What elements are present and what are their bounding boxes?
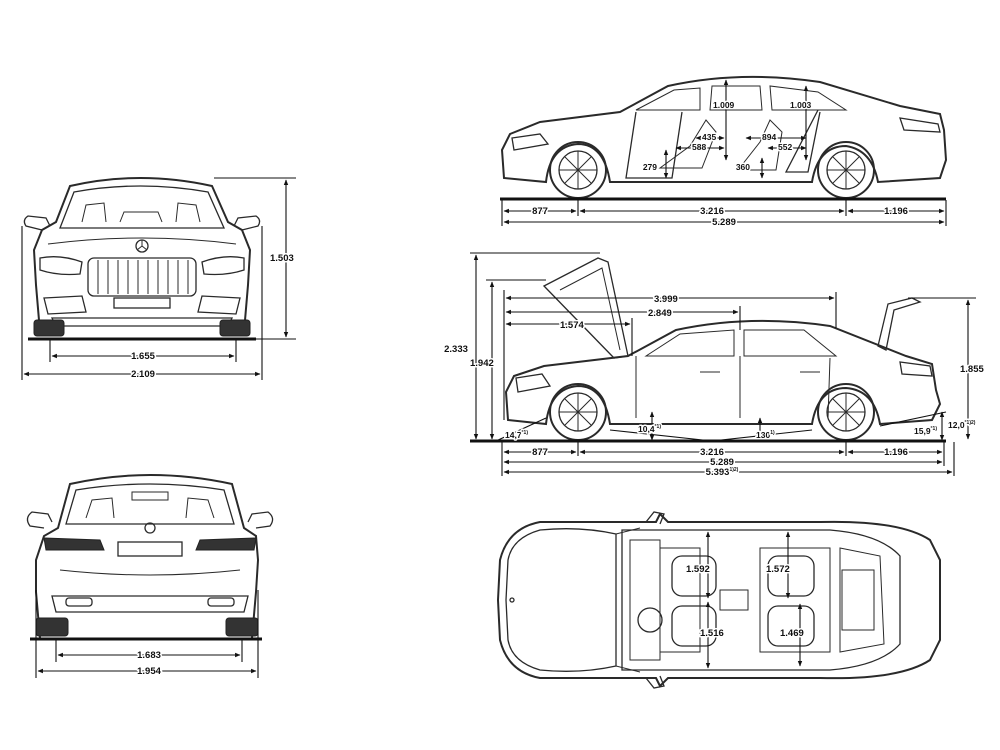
rear-tyre-left: [35, 617, 69, 637]
rear-track-label: 1.683: [137, 650, 161, 661]
bonnet-length-label: 1.574: [560, 320, 584, 331]
rear-taillight-right: [195, 537, 257, 551]
side2-length-max-sup: 1)2): [729, 467, 738, 473]
departure-angle-sup: °1): [931, 426, 938, 432]
top-steering-wheel: [637, 607, 663, 633]
top-seat-rear-left: [767, 555, 815, 597]
rear-clearance-label: 12,0: [948, 420, 965, 430]
rear-mirror-right: [247, 511, 274, 529]
front-height-label: 1.503: [270, 253, 294, 264]
svg-text:14,7°1): 14,7°1): [505, 430, 528, 440]
top-seat-front-right: [671, 605, 717, 647]
height-1942-label: 1.942: [470, 358, 494, 369]
svg-text:5.3931)2): 5.3931)2): [706, 467, 739, 478]
side2-open-bonnet: [542, 257, 629, 359]
front-headlight-left: [39, 256, 83, 276]
legroom-435-label: 435: [702, 132, 716, 142]
top-elbow-front-label: 1.516: [700, 628, 724, 639]
ramp-angle-label: 10,4: [638, 424, 655, 434]
side2-length-max-label: 5.393: [706, 467, 730, 478]
side2-wheelbase-label: 3.216: [700, 447, 724, 458]
top-bonnet: [505, 528, 617, 672]
svg-text:12,0°1)2): 12,0°1)2): [948, 420, 976, 430]
departure-angle-label: 15,9: [914, 426, 931, 436]
rear-mirror-left: [26, 511, 53, 529]
side2-body-outline: [504, 319, 942, 426]
svg-text:10,4°1): 10,4°1): [638, 424, 661, 434]
rear-width-label: 1.954: [137, 666, 161, 677]
ground-clearance-sup: 1): [770, 430, 775, 436]
approach-angle-sup: °1): [522, 430, 529, 436]
rear-tyre-right: [225, 617, 259, 637]
svg-text:1301): 1301): [756, 430, 775, 440]
side1-front-overhang-label: 877: [532, 206, 548, 217]
front-view: 1.503 1.655 2.109: [21, 177, 296, 382]
top-mirror-right: [645, 675, 665, 689]
height-1855-label: 1.855: [960, 364, 984, 375]
rear-taillight-left: [43, 537, 105, 551]
top-shoulder-front-label: 1.592: [686, 564, 710, 575]
side1-open-door-front: [625, 111, 683, 179]
rear-view: 1.683 1.954: [26, 474, 274, 679]
side2-open-boot: [877, 297, 922, 351]
front-headlight-right: [201, 256, 245, 276]
side2-rear-overhang-label: 1.196: [884, 447, 908, 458]
front-width-label: 2.109: [131, 369, 155, 380]
length-2849-label: 2.849: [648, 308, 672, 319]
headroom-front-label: 1.009: [713, 100, 735, 110]
top-body-outline: [496, 512, 941, 688]
front-track-label: 1.655: [131, 351, 155, 362]
top-view: 1.592 1.572 1.516 1.469: [496, 511, 941, 689]
rear-clearance-sup: °1)2): [965, 420, 976, 426]
front-mirror-left: [23, 215, 51, 231]
top-seat-front-left: [671, 555, 717, 597]
length-3999-label: 3.999: [654, 294, 678, 305]
side1-open-door-rear: [784, 109, 821, 173]
front-mirror-right: [233, 215, 261, 231]
legroom-894-label: 894: [762, 132, 776, 142]
front-body-outline: [32, 177, 252, 333]
rear-star-logo: [144, 522, 156, 534]
front-windshield: [59, 185, 226, 229]
side2-length-label: 5.289: [710, 457, 734, 468]
side1-length-label: 5.289: [712, 217, 736, 228]
rear-window: [65, 483, 235, 525]
top-mirror-left: [645, 511, 665, 525]
top-shoulder-rear-label: 1.572: [766, 564, 790, 575]
legroom-552-label: 552: [778, 142, 792, 152]
seat-height-rear-label: 360: [736, 162, 750, 172]
rear-body-outline: [35, 474, 260, 639]
approach-angle-label: 14,7: [505, 430, 522, 440]
side2-front-overhang-label: 877: [532, 447, 548, 458]
top-elbow-rear-label: 1.469: [780, 628, 804, 639]
seat-height-front-label: 279: [643, 162, 657, 172]
headroom-rear-label: 1.003: [790, 100, 812, 110]
front-grille: [87, 257, 197, 297]
side1-rear-overhang-label: 1.196: [884, 206, 908, 217]
height-2333-label: 2.333: [444, 344, 468, 355]
top-seat-rear-right: [767, 605, 815, 647]
side-open-view: 3.999 2.849 1.574 2.333 1.942 1.855 14,7…: [443, 252, 986, 480]
side1-body-outline: [500, 75, 948, 184]
top-cabin: [621, 529, 901, 671]
front-tyre-right: [219, 319, 251, 337]
front-tyre-left: [33, 319, 65, 337]
ramp-angle-sup: °1): [655, 424, 662, 430]
side-interior-view: 1.009 1.003 435 588 894 552 279 360 877 …: [500, 75, 948, 230]
ground-clearance-label: 130: [756, 430, 770, 440]
rear-plate: [117, 541, 183, 557]
svg-text:15,9°1): 15,9°1): [914, 426, 937, 436]
side1-wheelbase-label: 3.216: [700, 206, 724, 217]
legroom-588-label: 588: [692, 142, 706, 152]
